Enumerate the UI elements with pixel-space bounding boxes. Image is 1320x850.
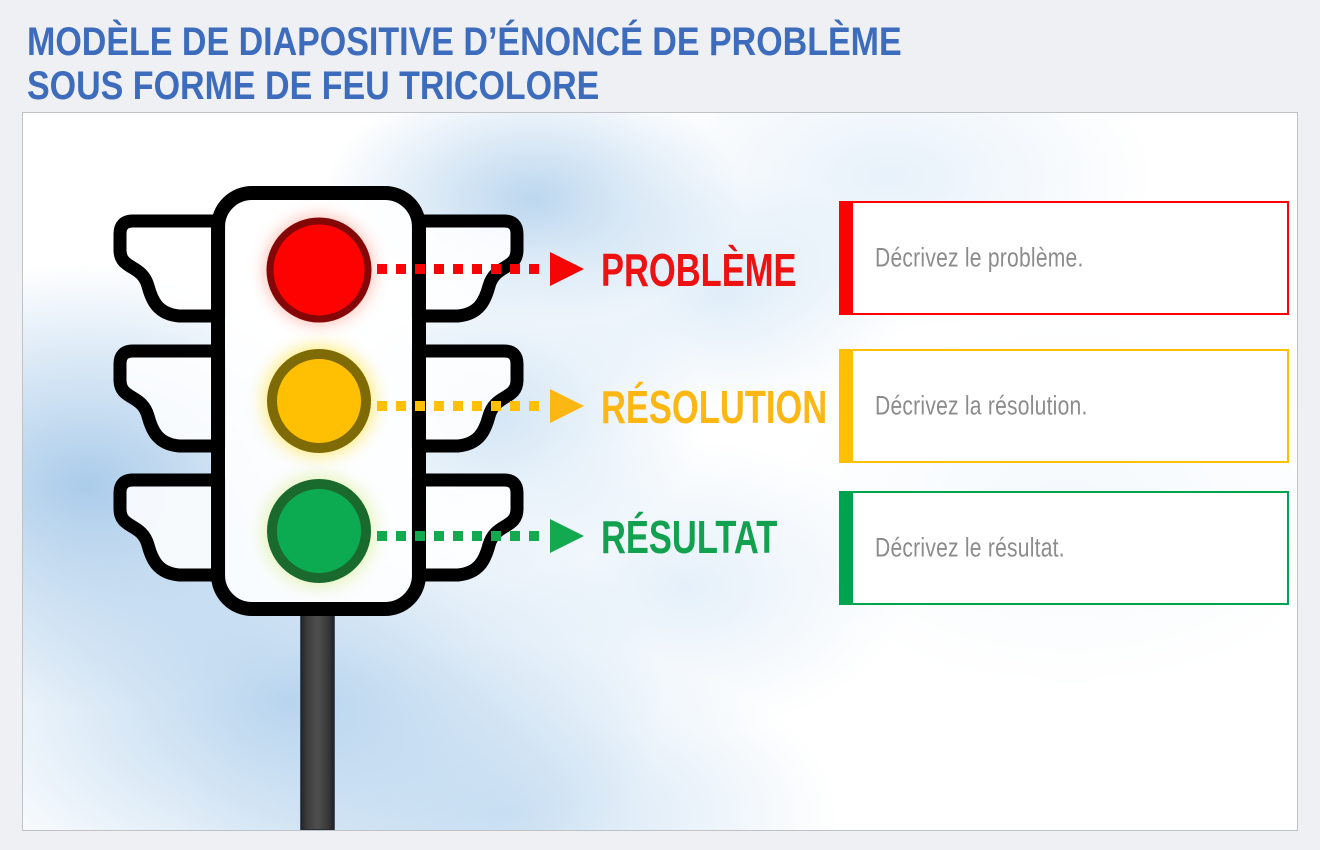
traffic-light-wings	[113, 214, 524, 582]
probleme-accent-bar	[841, 203, 853, 313]
resolution-textbox[interactable]: Décrivez la résolution.	[839, 349, 1289, 463]
probleme-textbox[interactable]: Décrivez le problème.	[839, 201, 1289, 315]
connectors	[377, 252, 584, 553]
yellow-arrowhead-icon	[550, 389, 584, 423]
page-title-line-2: SOUS FORME DE FEU TRICOLORE	[27, 64, 600, 108]
wing-row-top	[113, 214, 524, 323]
page-title: MODÈLE DE DIAPOSITIVE D’ÉNONCÉ DE PROBLÈ…	[27, 20, 902, 108]
green-light-icon	[267, 479, 371, 583]
wing-row-bottom	[113, 473, 524, 582]
resultat-placeholder: Décrivez le résultat.	[875, 532, 1065, 563]
resultat-accent-bar	[841, 493, 853, 603]
green-arrowhead-icon	[550, 519, 584, 553]
wing-row-middle	[113, 344, 524, 453]
traffic-light-illustration	[113, 186, 584, 830]
page-title-line-1: MODÈLE DE DIAPOSITIVE D’ÉNONCÉ DE PROBLÈ…	[27, 20, 902, 64]
yellow-light-icon	[267, 349, 371, 453]
slide-canvas: PROBLÈME RÉSOLUTION RÉSULTAT Décrivez le…	[22, 112, 1298, 831]
red-arrowhead-icon	[550, 252, 584, 286]
red-light-icon	[266, 217, 372, 323]
resultat-textbox[interactable]: Décrivez le résultat.	[839, 491, 1289, 605]
probleme-placeholder: Décrivez le problème.	[875, 242, 1084, 273]
label-probleme: PROBLÈME	[601, 244, 797, 296]
resolution-accent-bar	[841, 351, 853, 461]
resolution-placeholder: Décrivez la résolution.	[875, 390, 1088, 421]
label-resolution: RÉSOLUTION	[601, 381, 828, 433]
traffic-light-pole	[300, 608, 335, 830]
label-resultat: RÉSULTAT	[601, 511, 778, 563]
